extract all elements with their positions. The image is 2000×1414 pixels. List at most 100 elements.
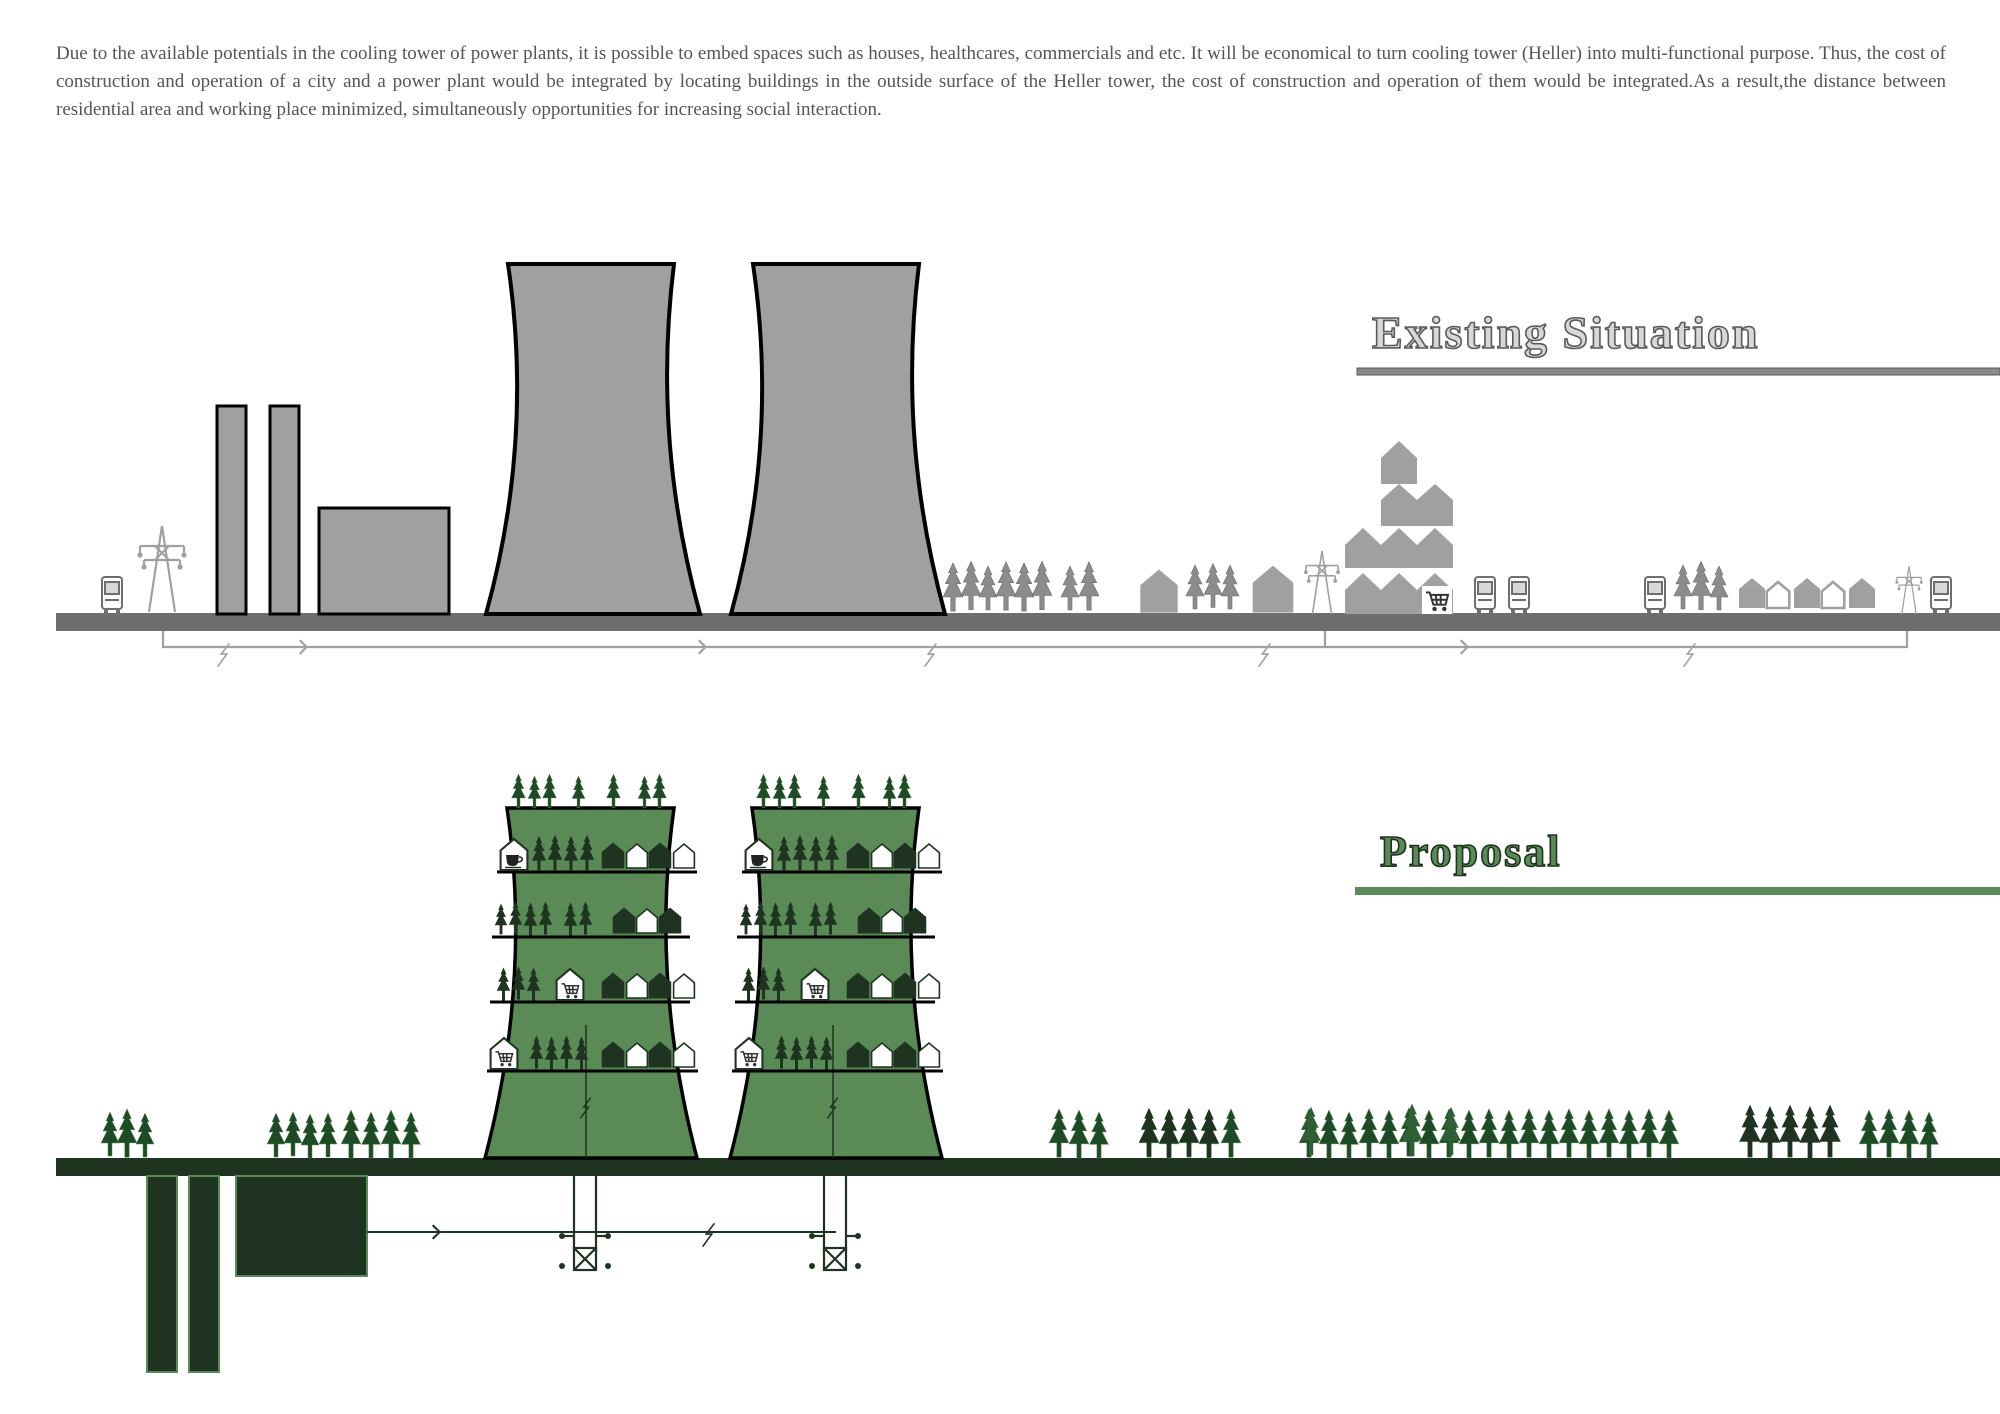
tree-icon <box>135 1112 155 1158</box>
tree-icon <box>1441 1106 1461 1156</box>
tree-icon <box>1401 1103 1423 1157</box>
chimney-1 <box>215 404 248 616</box>
house-icon <box>917 973 941 999</box>
existing-section: Existing Situation <box>56 262 2000 668</box>
house-icon <box>1794 578 1820 608</box>
tree-icon <box>1673 564 1693 610</box>
tree-icon <box>1203 562 1223 609</box>
ground-green-trees <box>100 1107 1939 1159</box>
tree-icon <box>851 773 866 809</box>
bus-icon <box>1930 576 1952 614</box>
existing-house-group <box>1140 565 1875 613</box>
pylon-joints <box>559 1233 861 1269</box>
tree-icon <box>1139 1107 1159 1157</box>
power-pylon-icon <box>1302 549 1342 615</box>
tree-icon <box>1301 1106 1321 1156</box>
tree-icon <box>1799 1106 1821 1158</box>
tree-icon <box>1031 560 1053 611</box>
tree-icon <box>1060 565 1080 611</box>
tree-icon <box>1185 564 1205 610</box>
tree-icon <box>100 1111 120 1157</box>
tree-icon <box>361 1111 381 1159</box>
tree-icon <box>1709 565 1729 611</box>
power-plant-building <box>317 506 451 616</box>
tree-icon <box>1220 1108 1242 1158</box>
tree-icon <box>116 1108 138 1158</box>
tree-icon <box>882 775 897 809</box>
house-icon <box>1764 580 1792 610</box>
proposal-title: Proposal <box>1380 827 1561 876</box>
tree-icon <box>1378 1109 1400 1159</box>
tree-icon <box>340 1109 362 1159</box>
tree-icon <box>1518 1108 1540 1158</box>
tree-icon <box>283 1111 303 1157</box>
lightning-icon <box>701 1222 716 1248</box>
tree-icon <box>1339 1111 1359 1159</box>
tree-icon <box>1558 1108 1580 1158</box>
power-pylon-icon <box>1894 565 1924 615</box>
chimney-2 <box>268 404 301 616</box>
tree-icon <box>1458 1109 1480 1159</box>
tree-icon <box>318 1112 338 1158</box>
tree-icon <box>816 775 831 809</box>
tree-icon <box>1179 1107 1199 1157</box>
house-icon <box>672 843 696 869</box>
house-icon <box>917 1042 941 1068</box>
underground-pylon-1 <box>562 1176 608 1272</box>
underground-chimney-1 <box>146 1175 178 1373</box>
tree-icon <box>995 561 1017 611</box>
existing-title-underline <box>1356 367 2000 376</box>
house-icon <box>672 973 696 999</box>
tree-icon <box>1658 1109 1680 1159</box>
house-icon <box>672 1042 696 1068</box>
tree-icon <box>542 773 557 809</box>
tree-icon <box>1089 1111 1109 1159</box>
tree-icon <box>1858 1109 1880 1159</box>
house-icon <box>1140 569 1178 613</box>
tree-icon <box>1898 1109 1920 1159</box>
tree-icon <box>1578 1109 1600 1159</box>
tree-icon <box>1739 1104 1761 1158</box>
tree-icon <box>511 773 526 809</box>
tree-icon <box>1220 564 1240 610</box>
house-icon <box>1252 565 1294 613</box>
tree-icon <box>1819 1104 1841 1158</box>
tree-icon <box>606 773 621 809</box>
tree-icon <box>527 775 542 809</box>
house-icon <box>1849 578 1875 608</box>
tree-icon <box>1013 562 1035 612</box>
intro-paragraph: Due to the available potentials in the c… <box>56 43 1946 120</box>
proposal-ground-line <box>56 1158 2000 1176</box>
tree-icon <box>772 775 787 809</box>
tree-icon <box>571 775 586 809</box>
tree-icon <box>1478 1108 1500 1158</box>
tree-icon <box>1048 1108 1070 1158</box>
tree-icon <box>756 773 771 809</box>
tree-icon <box>1318 1109 1340 1159</box>
underground-pylon-2 <box>812 1176 858 1272</box>
tree-icon <box>739 903 753 935</box>
tree-icon <box>494 903 508 935</box>
existing-ground-line <box>56 613 2000 631</box>
tree-icon <box>1638 1108 1660 1158</box>
house-icon <box>1819 580 1847 610</box>
cooling-tower-2 <box>728 262 948 616</box>
tree-icon <box>1078 561 1100 611</box>
tree-icon <box>300 1113 320 1159</box>
tree-icon <box>1779 1104 1801 1158</box>
tree-icon <box>1498 1109 1520 1159</box>
house-icon <box>1739 578 1765 608</box>
tree-icon <box>266 1112 286 1158</box>
bus-icon <box>101 576 123 614</box>
tree-icon <box>380 1109 402 1159</box>
tree-icon <box>1418 1109 1440 1159</box>
tree-icon <box>652 773 667 809</box>
tree-icon <box>401 1111 421 1159</box>
underground-power-plant <box>235 1175 368 1277</box>
tree-icon <box>1919 1111 1939 1159</box>
tree-icon <box>741 967 756 1001</box>
tree-icon <box>942 562 964 612</box>
tree-icon <box>1878 1108 1900 1158</box>
tree-icon <box>787 773 802 809</box>
